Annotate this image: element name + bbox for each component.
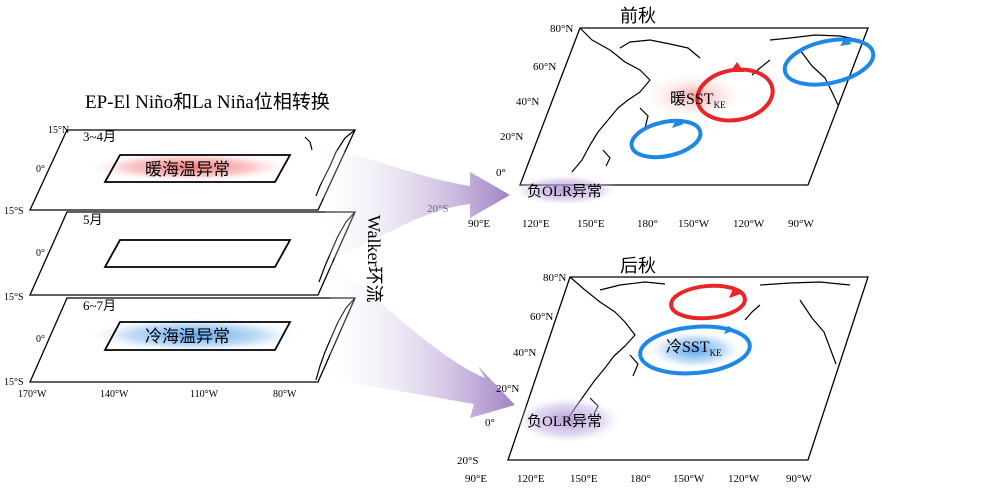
circulation-arrow-icon <box>729 289 741 298</box>
lon-tick: 150°W <box>678 218 710 230</box>
lon-tick: 180° <box>637 218 658 230</box>
cold-circulation <box>629 118 703 160</box>
lat-tick: 15°S <box>4 206 24 217</box>
lon-tick: 120°E <box>517 473 545 485</box>
lon-tick: 150°W <box>673 473 705 485</box>
lat-tick: 20°N <box>496 383 519 395</box>
lon-tick: 120°E <box>522 218 550 230</box>
panel-mar-apr: 3~4月 暖海温异常 15°N 0° <box>28 125 357 211</box>
left-title: EP-El Niño和La Niña位相转换 <box>85 91 330 113</box>
lon-tick: 90°W <box>786 473 812 485</box>
panel-month-label: 3~4月 <box>83 129 116 144</box>
map-early-autumn: 前秋 暖SSTKE 负OLR异常 80°N 60°N 40°N 20°N 0° … <box>427 6 876 230</box>
warm-sst-circulation <box>695 67 775 123</box>
season-label: 后秋 <box>620 256 656 276</box>
walker-arrows: Walker环流 <box>318 145 515 418</box>
lon-tick: 110°W <box>190 389 219 400</box>
lon-tick: 120°W <box>733 218 765 230</box>
circulation-arrow-icon <box>730 62 744 72</box>
sst-label: 冷SSTKE <box>666 338 722 358</box>
lat-tick: 0° <box>36 334 45 345</box>
left-lon-axis: 170°W 140°W 110°W 80°W <box>18 389 297 400</box>
lat-tick: 15°S <box>4 377 24 388</box>
lon-tick: 140°W <box>100 389 129 400</box>
lon-tick: 90°E <box>468 218 490 230</box>
lat-tick: 20°S <box>427 203 449 215</box>
lat-tick: 20°S <box>457 455 479 467</box>
lat-tick: 0° <box>485 417 495 429</box>
cold-sst-circulation <box>638 324 752 376</box>
lat-tick: 20°N <box>500 131 523 143</box>
lon-tick: 120°W <box>728 473 760 485</box>
lat-tick: 0° <box>496 167 506 179</box>
panel-month-label: 5月 <box>83 212 103 227</box>
lat-tick: 60°N <box>530 311 553 323</box>
panel-month-label: 6~7月 <box>83 298 116 313</box>
lon-tick: 90°W <box>788 218 814 230</box>
warm-circulation <box>669 283 747 321</box>
panel-may: 5月 15°S 0° <box>4 206 357 296</box>
lon-tick: 150°E <box>577 218 605 230</box>
olr-label: 负OLR异常 <box>527 183 602 200</box>
cold-circulation <box>782 37 876 87</box>
lat-tick: 0° <box>36 248 45 259</box>
panel-jun-jul: 6~7月 冷海温异常 15°S 0° 15°S <box>4 292 356 388</box>
sst-label: 暖SSTKE <box>670 90 726 110</box>
lat-tick: 15°N <box>48 125 69 136</box>
lat-tick: 15°S <box>4 292 24 303</box>
lon-tick: 170°W <box>18 389 47 400</box>
circulation-arrow-icon <box>672 120 684 128</box>
lon-tick: 180° <box>630 473 651 485</box>
lat-tick: 0° <box>36 164 45 175</box>
lat-tick: 40°N <box>513 347 536 359</box>
lon-tick: 90°E <box>465 473 487 485</box>
season-label: 前秋 <box>620 6 656 26</box>
anomaly-label: 冷海温异常 <box>145 327 230 346</box>
lat-tick: 60°N <box>533 61 556 73</box>
lat-tick: 40°N <box>516 96 539 108</box>
walker-arrow-upper <box>318 145 510 260</box>
walker-label: Walker环流 <box>364 215 384 303</box>
lat-tick: 80°N <box>550 23 573 35</box>
lat-tick: 80°N <box>543 272 566 284</box>
map-late-autumn: 后秋 冷SSTKE 负OLR异常 80°N 60°N 40°N 20°N 0° … <box>457 256 869 485</box>
lon-tick: 80°W <box>273 389 297 400</box>
circulation-arrow-icon <box>724 326 736 334</box>
circulation-arrow-icon <box>840 38 852 46</box>
olr-label: 负OLR异常 <box>527 413 602 430</box>
lon-tick: 150°E <box>570 473 598 485</box>
anomaly-label: 暖海温异常 <box>145 160 230 179</box>
walker-arrow-lower <box>330 260 515 418</box>
